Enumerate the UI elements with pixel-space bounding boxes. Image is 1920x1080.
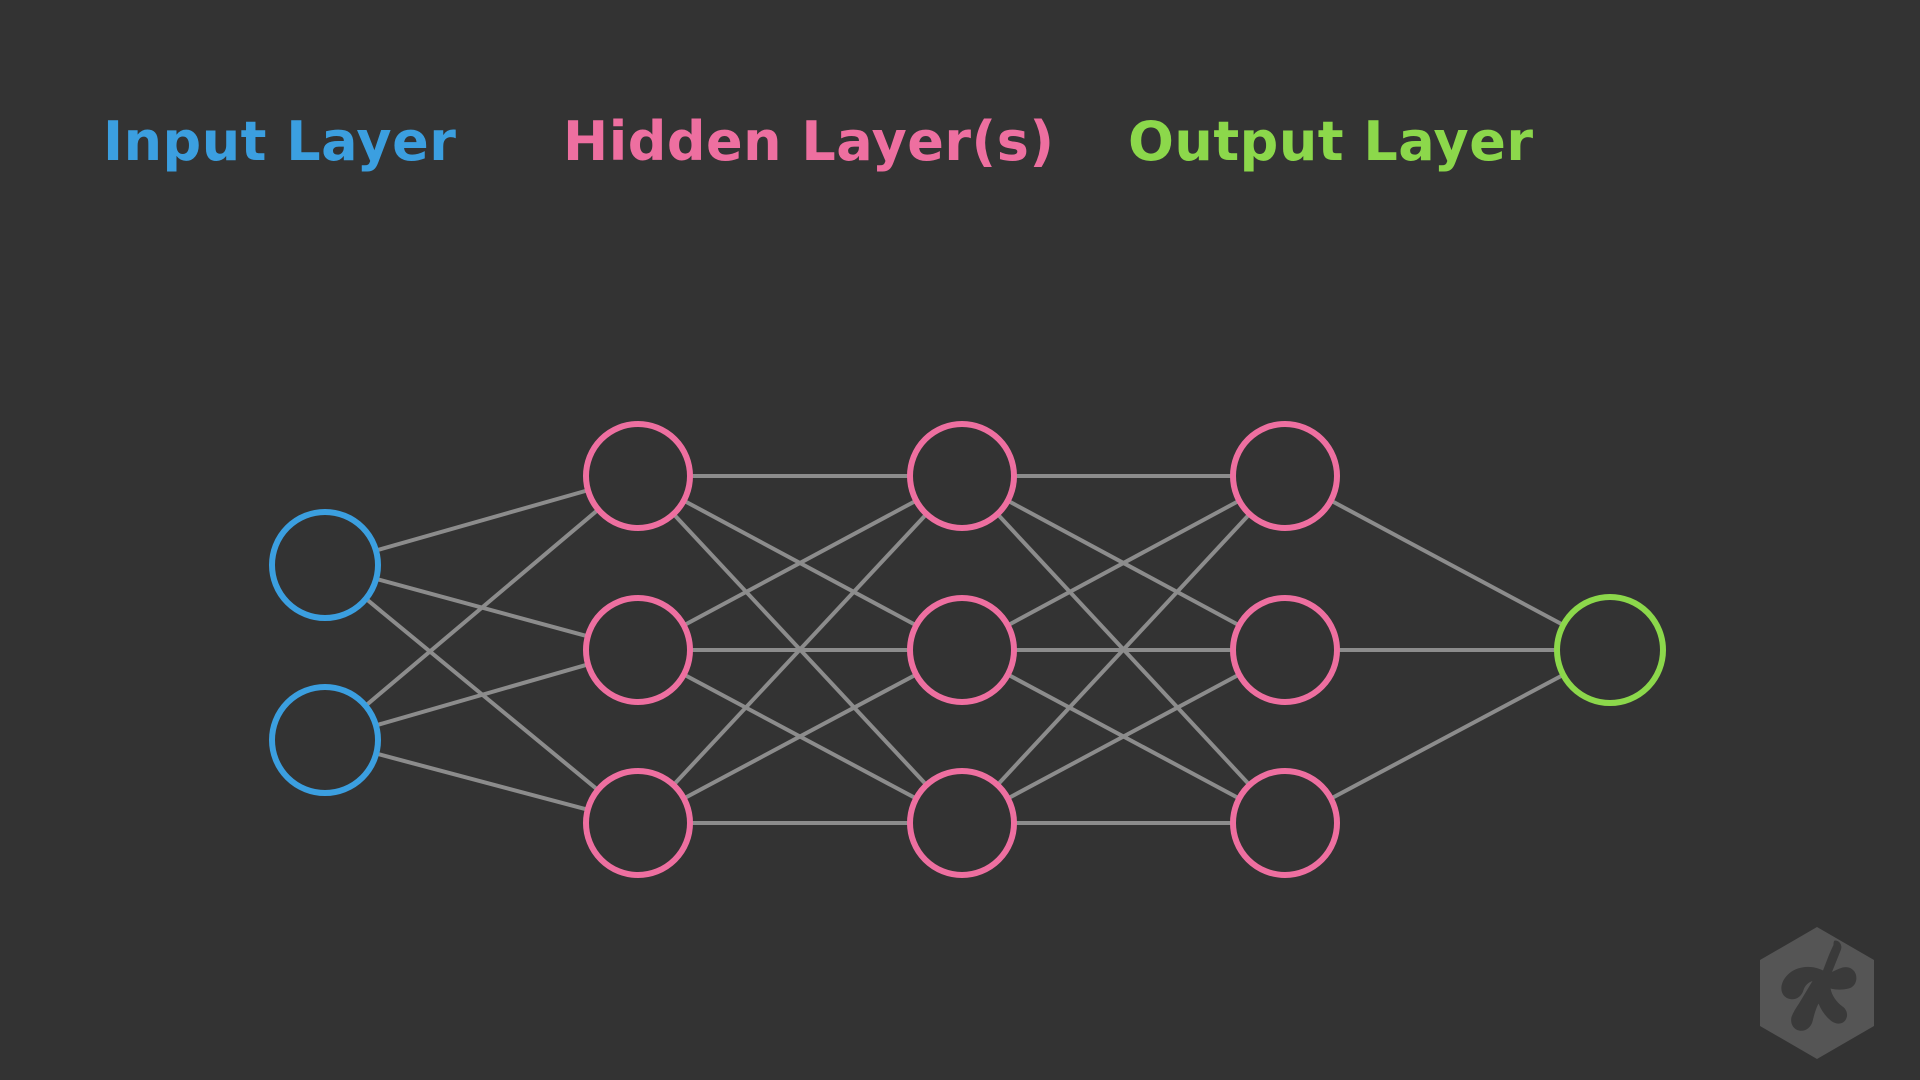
- neuron-node-output: [1554, 594, 1666, 706]
- connection-edge: [376, 488, 588, 553]
- neuron-node-hidden: [907, 768, 1017, 878]
- connection-edge: [683, 499, 917, 627]
- treehouse-hexagon-logo-icon: [1760, 927, 1874, 1059]
- connection-edge: [996, 513, 1251, 786]
- connection-edge: [364, 508, 599, 707]
- connection-edge: [683, 673, 917, 800]
- connection-edge: [1330, 499, 1564, 627]
- neuron-node-input: [269, 684, 381, 796]
- neuron-node-hidden: [1230, 421, 1340, 531]
- neuron-node-hidden: [583, 595, 693, 705]
- neuron-node-hidden: [1230, 768, 1340, 878]
- neuron-node-hidden: [907, 595, 1017, 705]
- connection-edge: [376, 751, 588, 812]
- output-layer-label: Output Layer: [1128, 110, 1534, 173]
- neuron-node-hidden: [1230, 595, 1340, 705]
- input-layer-label: Input Layer: [103, 110, 457, 173]
- neuron-node-input: [269, 509, 381, 621]
- connection-edge: [376, 662, 588, 728]
- hidden-layer-label: Hidden Layer(s): [563, 110, 1055, 173]
- neuron-nodes-group: [269, 421, 1666, 878]
- connection-edge: [1330, 673, 1564, 800]
- connection-edges-group: [364, 474, 1564, 825]
- neuron-node-hidden: [583, 768, 693, 878]
- neuron-node-hidden: [583, 421, 693, 531]
- connection-edge: [672, 513, 928, 786]
- neuron-node-hidden: [907, 421, 1017, 531]
- connection-edge: [1007, 673, 1240, 800]
- connection-edge: [1007, 499, 1240, 627]
